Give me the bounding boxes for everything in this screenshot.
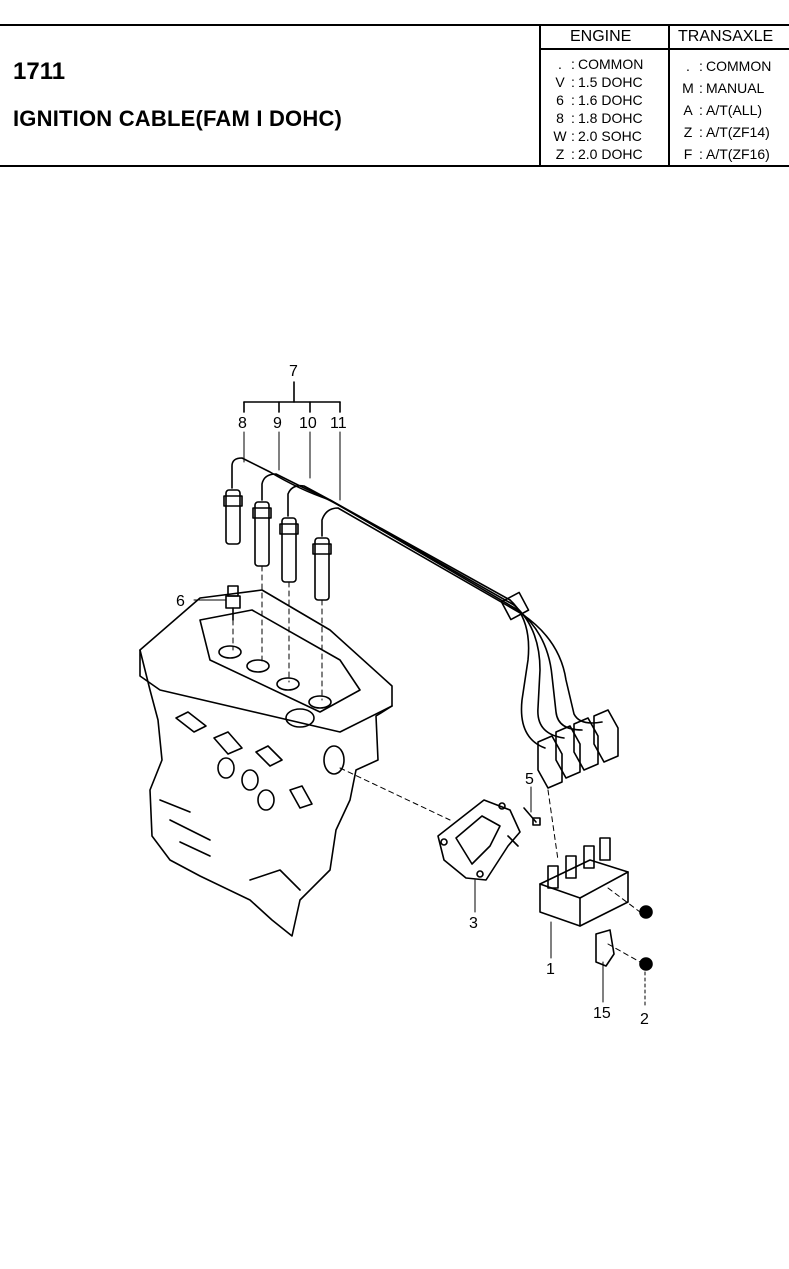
engine-row: V:1.5 DOHC [555, 74, 643, 90]
callout-15: 15 [593, 1005, 611, 1022]
callout-3: 3 [469, 915, 478, 932]
table-header-rule [539, 48, 789, 50]
nuts [639, 905, 653, 971]
transaxle-row: .:COMMON [686, 58, 772, 74]
transaxle-row: A:A/T(ALL) [683, 102, 763, 118]
mounting-clip [595, 929, 615, 967]
bolt [523, 807, 541, 826]
header-top-rule [0, 24, 789, 26]
engine-row: Z:2.0 DOHC [555, 146, 643, 162]
engine-row: W:2.0 SOHC [553, 128, 642, 144]
callout-5: 5 [525, 771, 534, 788]
group-code: 1711 [13, 58, 66, 85]
engine-legend: .:COMMON V:1.5 DOHC 6:1.6 DOHC 8:1.8 DOH… [552, 55, 643, 163]
callout-1: 1 [546, 961, 555, 978]
engine-row: 8:1.8 DOHC [556, 110, 643, 126]
transaxle-legend: .:COMMON M:MANUAL A:A/T(ALL) Z:A/T(ZF14)… [680, 55, 771, 165]
callout-numbers: 7 8 9 10 11 6 5 3 1 15 2 [176, 363, 649, 1028]
transaxle-heading: TRANSAXLE [678, 28, 774, 45]
callout-6: 6 [176, 593, 185, 610]
callout-7: 7 [289, 363, 298, 380]
header-bottom-rule [0, 165, 789, 167]
spark-plug-boots [223, 489, 332, 601]
parts-header: 1711 IGNITION CABLE(FAM I DOHC) ENGINE T… [0, 0, 789, 172]
transaxle-row: F:A/T(ZF16) [683, 146, 770, 162]
callout-10: 10 [299, 415, 317, 432]
transaxle-row: M:MANUAL [682, 80, 765, 96]
callout-9: 9 [273, 415, 282, 432]
callout-8: 8 [238, 415, 247, 432]
transaxle-row: Z:A/T(ZF14) [683, 124, 770, 140]
callout-bracket-7 [243, 381, 341, 413]
callout-2: 2 [640, 1011, 649, 1028]
coil-bracket [437, 799, 521, 881]
ignition-cable-set [231, 457, 603, 749]
ignition-coil [539, 837, 629, 927]
leader-lines [193, 431, 646, 1009]
table-divider [668, 24, 670, 166]
engine-block [139, 589, 393, 937]
spark-plug [225, 585, 241, 621]
plug-hole-dashes [232, 565, 641, 963]
exploded-parts-diagram: 7 8 9 10 11 6 5 3 1 15 2 [139, 363, 653, 1028]
engine-row: 6:1.6 DOHC [556, 92, 643, 108]
coil-end-boots [537, 709, 619, 789]
callout-11: 11 [330, 415, 347, 432]
engine-heading: ENGINE [570, 28, 632, 45]
page-title: IGNITION CABLE(FAM I DOHC) [13, 106, 343, 131]
engine-row: .:COMMON [558, 56, 644, 72]
table-left-border [539, 24, 541, 166]
